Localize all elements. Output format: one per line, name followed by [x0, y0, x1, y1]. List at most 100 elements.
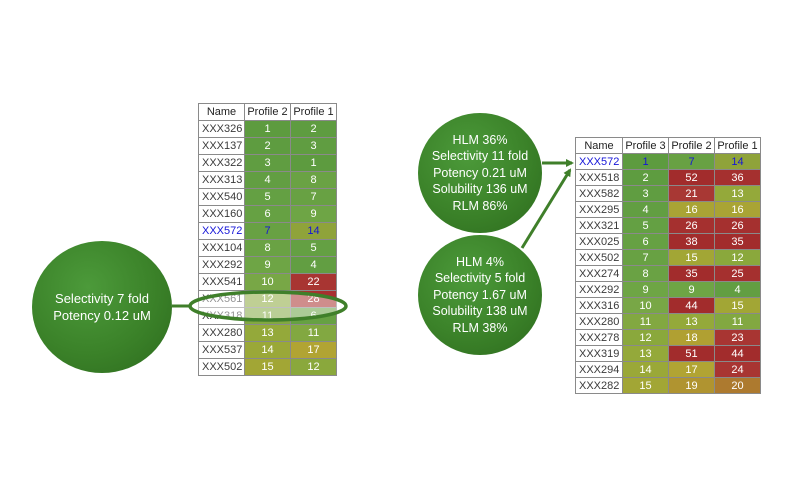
rank-cell: 12	[714, 249, 761, 266]
compound-name-cell: XXX540	[198, 188, 245, 206]
rank-cell: 16	[668, 201, 715, 218]
callout-bubble-left: Selectivity 7 fold Potency 0.12 uM	[32, 241, 172, 373]
rank-cell: 26	[714, 217, 761, 234]
compound-name-cell: XXX316	[575, 297, 623, 314]
compound-name-cell: XXX278	[575, 329, 623, 346]
rank-cell: 13	[622, 345, 669, 362]
rank-cell: 13	[668, 313, 715, 330]
rank-cell: 2	[290, 120, 337, 138]
rank-cell: 21	[668, 185, 715, 202]
callout-line: Solubility 136 uM	[432, 182, 528, 197]
rank-cell: 1	[290, 154, 337, 172]
rank-cell: 35	[714, 233, 761, 250]
callout-bubble-bottom: HLM 4% Selectivity 5 fold Potency 1.67 u…	[418, 235, 542, 355]
table-header-row: Name Profile 2 Profile 1	[198, 103, 337, 121]
rank-cell: 9	[244, 256, 291, 274]
compound-name-cell: XXX280	[198, 324, 245, 342]
rank-cell: 20	[714, 377, 761, 394]
compound-name-cell: XXX572	[198, 222, 245, 240]
callout-line: Solubility 138 uM	[432, 304, 528, 319]
rank-cell: 7	[244, 222, 291, 240]
rank-cell: 16	[714, 201, 761, 218]
rank-cell: 15	[622, 377, 669, 394]
rank-cell: 8	[244, 239, 291, 257]
rank-cell: 8	[290, 171, 337, 189]
compound-name-cell: XXX561	[198, 290, 245, 308]
compound-name-cell: XXX322	[198, 154, 245, 172]
compound-name-cell: XXX318	[198, 307, 245, 325]
compound-name-cell: XXX295	[575, 201, 623, 218]
callout-line: Potency 0.21 uM	[433, 165, 527, 180]
rank-cell: 7	[668, 153, 715, 170]
compound-name-cell: XXX537	[198, 341, 245, 359]
compound-name-cell: XXX292	[198, 256, 245, 274]
compound-name-cell: XXX160	[198, 205, 245, 223]
rank-cell: 52	[668, 169, 715, 186]
rank-cell: 18	[668, 329, 715, 346]
callout-line: RLM 38%	[452, 320, 508, 335]
callout-bubble-top: HLM 36% Selectivity 11 fold Potency 0.21…	[418, 113, 542, 233]
column-header: Profile 2	[244, 103, 291, 121]
callout-line: HLM 4%	[456, 254, 504, 269]
rank-cell: 4	[714, 281, 761, 298]
rank-cell: 4	[244, 171, 291, 189]
rank-cell: 12	[622, 329, 669, 346]
compound-name-cell: XXX025	[575, 233, 623, 250]
rank-cell: 35	[668, 265, 715, 282]
rank-cell: 5	[244, 188, 291, 206]
rank-cell: 14	[622, 361, 669, 378]
compound-name-cell: XXX104	[198, 239, 245, 257]
rank-cell: 14	[290, 222, 337, 240]
rank-cell: 10	[622, 297, 669, 314]
compound-name-cell: XXX502	[575, 249, 623, 266]
column-header: Name	[198, 103, 245, 121]
compound-name-cell: XXX294	[575, 361, 623, 378]
rank-cell: 9	[290, 205, 337, 223]
rank-cell: 15	[714, 297, 761, 314]
rank-cell: 11	[290, 324, 337, 342]
rank-cell: 17	[668, 361, 715, 378]
rank-cell: 8	[622, 265, 669, 282]
rank-cell: 1	[244, 120, 291, 138]
rank-cell: 11	[244, 307, 291, 325]
rank-cell: 15	[244, 358, 291, 376]
rank-cell: 5	[622, 217, 669, 234]
rank-cell: 22	[290, 273, 337, 291]
compound-name-cell: XXX282	[575, 377, 623, 394]
compound-name-cell: XXX274	[575, 265, 623, 282]
rank-cell: 14	[714, 153, 761, 170]
rank-cell: 4	[290, 256, 337, 274]
right-profile-table: Name Profile 3 Profile 2 Profile 1 XXX57…	[575, 137, 761, 394]
rank-cell: 51	[668, 345, 715, 362]
rank-cell: 9	[622, 281, 669, 298]
rank-cell: 14	[244, 341, 291, 359]
rank-cell: 36	[714, 169, 761, 186]
rank-cell: 13	[714, 185, 761, 202]
callout-line: HLM 36%	[452, 132, 508, 147]
compound-name-cell: XXX518	[575, 169, 623, 186]
column-header: Profile 2	[668, 137, 715, 154]
rank-cell: 6	[290, 307, 337, 325]
rank-cell: 12	[244, 290, 291, 308]
rank-cell: 44	[668, 297, 715, 314]
rank-cell: 3	[290, 137, 337, 155]
callout-line: Selectivity 11 fold	[431, 149, 529, 164]
